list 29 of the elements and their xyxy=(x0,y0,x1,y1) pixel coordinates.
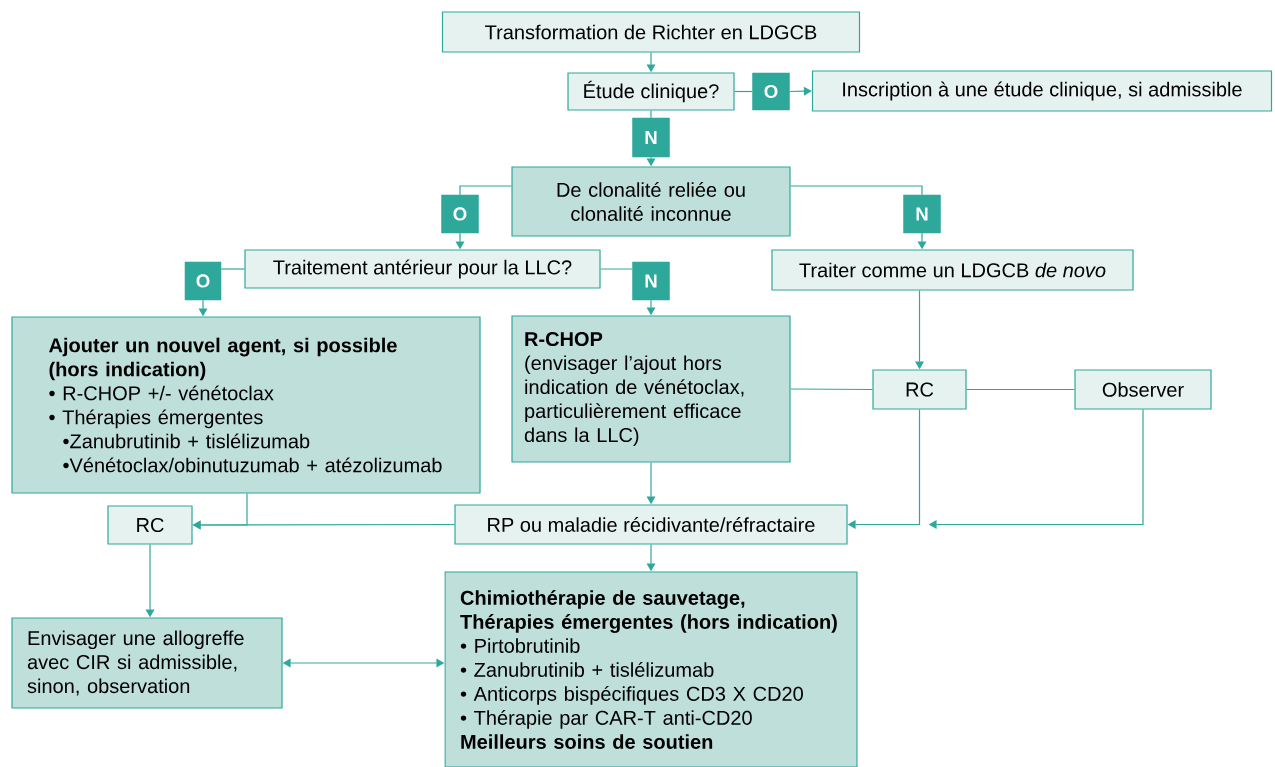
connector-line xyxy=(459,185,512,196)
process-box: Étude clinique? xyxy=(567,72,735,111)
connector-line xyxy=(790,185,923,196)
connector-line xyxy=(734,90,753,93)
treatment-box: Ajouter un nouvel agent, si possible (hors indication) • R-CHOP +/- vénétoclax • Thérapies émergentes •Zanubrutinib + tislélizumab •Vénétoclax/obinutuzumab + atézolizumab xyxy=(11,316,481,494)
process-box: Inscription à une étude clinique, si admissible xyxy=(811,70,1273,112)
connector-line xyxy=(650,110,652,119)
process-box: RC xyxy=(107,505,193,545)
answer-badge: O xyxy=(752,72,790,111)
treatment-box: Chimiothérapie de sauvetage, Thérapies émergentes (hors indication) • Pirtobrutinib • Zanubrutinib + tislélizumab • Anticorps bispécifiques CD3 X CD20 • Thérapie par CAR-T anti-CD20 Meilleurs soins de soutien xyxy=(444,571,858,767)
treatment-box: De clonalité reliée ou clonalité inconnue xyxy=(511,166,791,237)
process-box: Observer xyxy=(1074,369,1212,410)
answer-badge: O xyxy=(441,194,479,234)
process-box: RC xyxy=(872,369,967,410)
process-box: RP ou maladie récidivante/réfractaire xyxy=(454,504,848,545)
answer-badge: O xyxy=(184,261,222,301)
process-box: Traiter comme un LDGCB de novo xyxy=(771,249,1134,291)
answer-badge: N xyxy=(632,117,670,158)
answer-badge: N xyxy=(632,261,670,301)
process-box: Traitement antérieur pour la LLC? xyxy=(244,249,601,289)
treatment-box: R-CHOP (envisager l’ajout hors indication de vénétoclax, particulièrement efficace dans la LLC) xyxy=(511,315,791,463)
arrow xyxy=(789,86,812,96)
connector-line xyxy=(790,388,873,391)
process-box: Transformation de Richter en LDGCB xyxy=(441,11,861,53)
treatment-box: Envisager une allogreffe avec CIR si admissible, sinon, observation xyxy=(11,617,283,709)
answer-badge: N xyxy=(903,194,941,234)
connector-line xyxy=(966,388,1075,391)
connector-line xyxy=(600,268,633,270)
connector-line xyxy=(220,268,245,270)
